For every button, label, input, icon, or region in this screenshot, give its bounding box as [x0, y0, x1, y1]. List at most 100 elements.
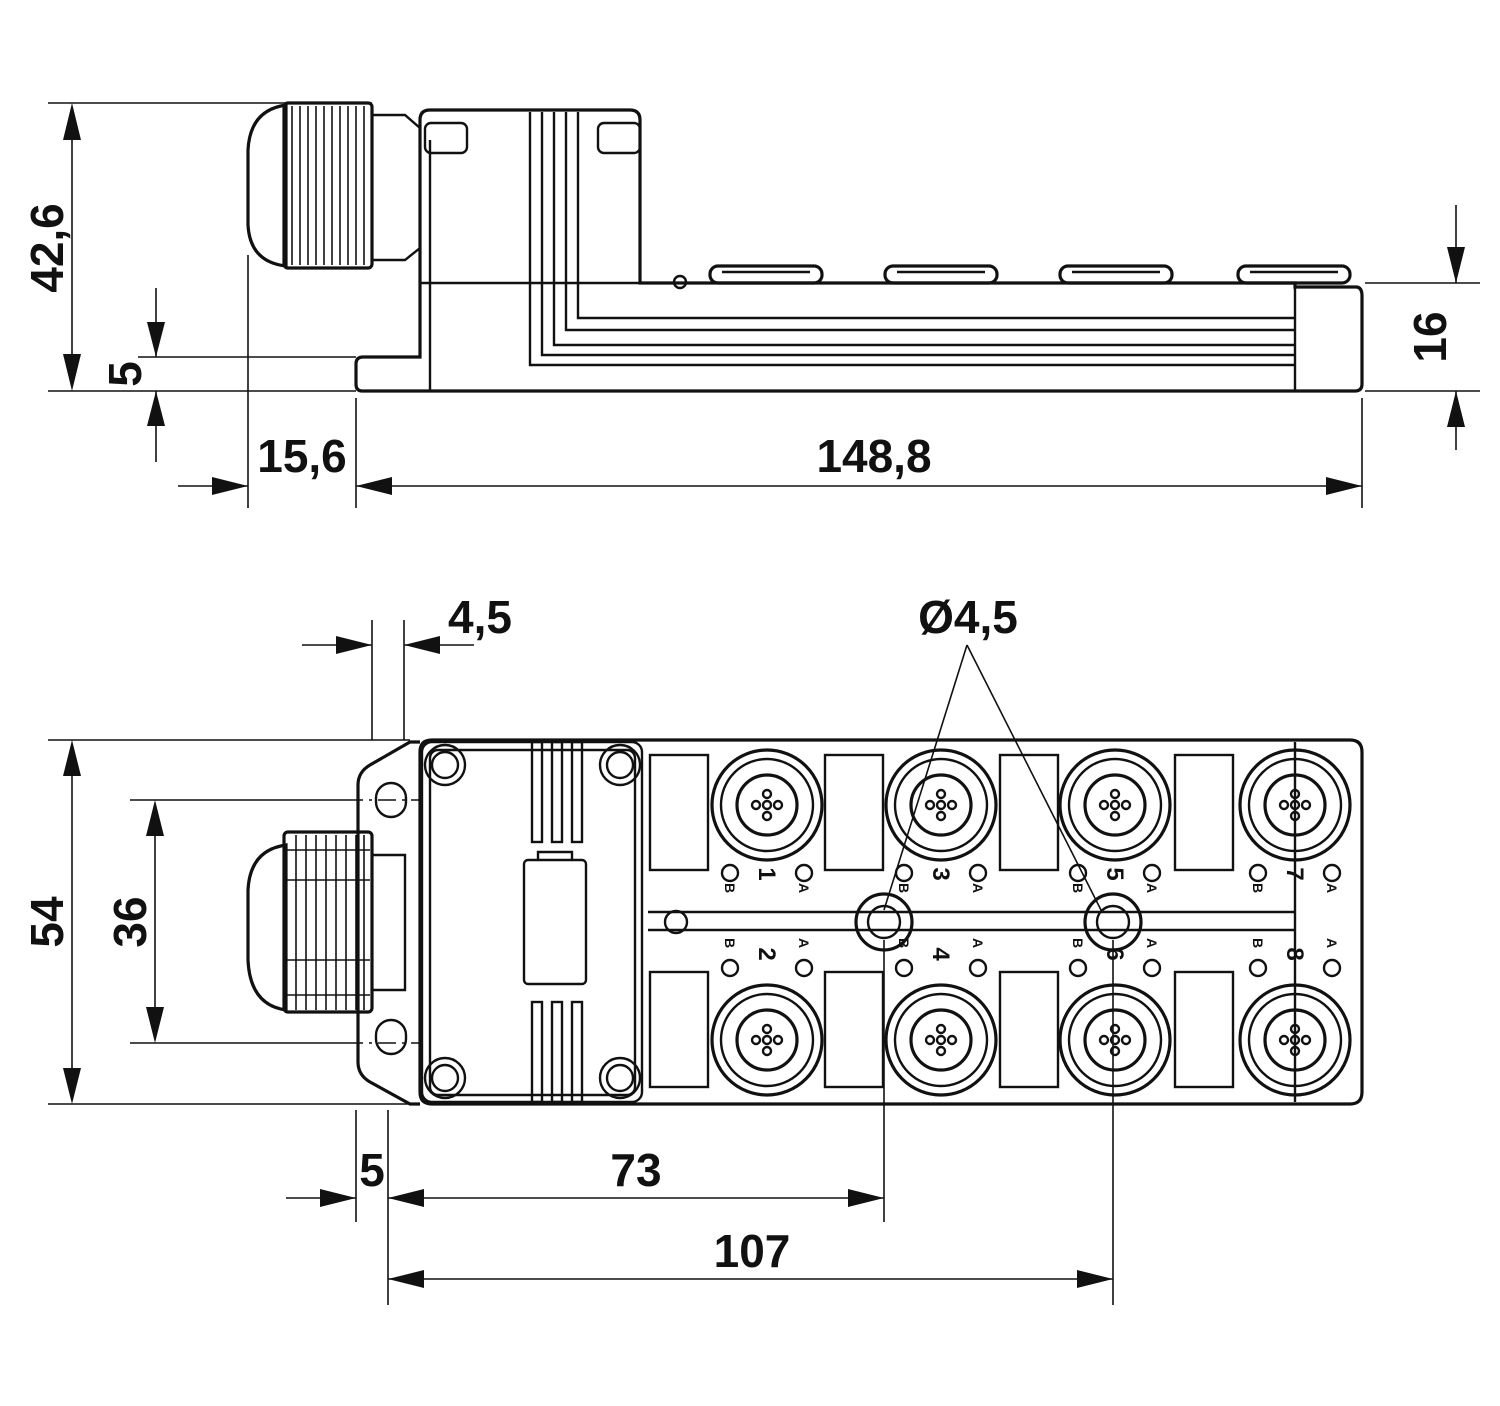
- led-a-indicator: [968, 863, 988, 883]
- side-cable-gland: [246, 101, 422, 270]
- led-b-label: B: [722, 883, 738, 893]
- port-pin: [1289, 810, 1301, 822]
- port-socket: [735, 1008, 799, 1072]
- port-pin: [761, 799, 773, 811]
- led-b-label: B: [1070, 883, 1086, 893]
- dim-base-flange: 5: [99, 361, 151, 387]
- led-a-label: A: [796, 938, 812, 948]
- led-b-label: B: [1250, 938, 1266, 948]
- port-ring: [719, 757, 815, 853]
- port-number-label: 1: [753, 867, 780, 880]
- port-number-label: 5: [1101, 867, 1128, 880]
- led-a-indicator: [794, 958, 814, 978]
- led-a-label: A: [1144, 938, 1160, 948]
- dim-edge-offset: 5: [359, 1144, 385, 1196]
- led-a-label: A: [1324, 883, 1340, 893]
- port-pin: [761, 1045, 773, 1057]
- port-number-label: 8: [1281, 947, 1308, 960]
- port-pin: [761, 810, 773, 822]
- port-socket: [1263, 1008, 1327, 1072]
- led-b-label: B: [896, 938, 912, 948]
- port-pin: [935, 810, 947, 822]
- side-view: 42,6 5 15,6 148,8 16: [21, 101, 1480, 508]
- led-a-indicator: [1322, 958, 1342, 978]
- port-pin: [1289, 1045, 1301, 1057]
- led-a-label: A: [1324, 938, 1340, 948]
- led-a-indicator: [968, 958, 988, 978]
- port-pin: [1278, 799, 1290, 811]
- port-number-label: 6: [1101, 947, 1128, 960]
- side-port-2: [883, 264, 999, 285]
- port-pin: [1300, 1034, 1312, 1046]
- port-pin: [1109, 1034, 1121, 1046]
- led-b-indicator: [894, 958, 914, 978]
- port-pin: [1289, 799, 1301, 811]
- led-a-label: A: [796, 883, 812, 893]
- port-pin: [761, 1023, 773, 1035]
- port-pin: [1278, 1034, 1290, 1046]
- led-a-indicator: [1142, 958, 1162, 978]
- dim-width: 54: [21, 896, 73, 948]
- port-ring: [1247, 992, 1343, 1088]
- port-pin: [1098, 799, 1110, 811]
- port-outer-ring: [884, 748, 998, 862]
- port-pin: [1109, 788, 1121, 800]
- dim-hole-spacing: 36: [104, 896, 156, 947]
- port-pin: [935, 1023, 947, 1035]
- port-socket: [735, 773, 799, 837]
- top-view: 54 36 4,5 Ø4,5 5 73 107: [21, 591, 1364, 1305]
- port-pin: [772, 1034, 784, 1046]
- port-outer-ring: [1238, 983, 1352, 1097]
- led-a-indicator: [1142, 863, 1162, 883]
- led-b-indicator: [1068, 863, 1088, 883]
- led-a-indicator: [1322, 863, 1342, 883]
- port-pin: [935, 799, 947, 811]
- port-outer-ring: [710, 748, 824, 862]
- port-ring: [1247, 757, 1343, 853]
- dim-hole-diameter: Ø4,5: [918, 591, 1018, 643]
- port-pin: [946, 1034, 958, 1046]
- dim-body-length: 148,8: [816, 430, 931, 482]
- port-pin: [1109, 799, 1121, 811]
- port-pin: [924, 799, 936, 811]
- port-socket: [909, 773, 973, 837]
- port-socket: [1263, 773, 1327, 837]
- port-5: 5B A: [1058, 748, 1172, 893]
- port-pin: [935, 788, 947, 800]
- port-pin: [1289, 1034, 1301, 1046]
- port-pin: [1120, 799, 1132, 811]
- port-number-label: 3: [927, 867, 954, 880]
- port-ring: [719, 992, 815, 1088]
- port-number-label: 7: [1281, 867, 1308, 880]
- dim-hole2-distance: 107: [714, 1225, 791, 1277]
- port-pin: [1289, 1023, 1301, 1035]
- port-8: 8 B A: [1238, 938, 1352, 1097]
- led-a-label: A: [1144, 883, 1160, 893]
- port-pin: [750, 799, 762, 811]
- port-pin: [750, 1034, 762, 1046]
- dim-hole1-distance: 73: [610, 1144, 661, 1196]
- port-pin: [761, 788, 773, 800]
- led-b-indicator: [720, 863, 740, 883]
- side-port-1: [708, 264, 824, 285]
- led-b-indicator: [1248, 863, 1268, 883]
- led-b-label: B: [896, 883, 912, 893]
- port-pin: [761, 1034, 773, 1046]
- port-pin: [1109, 810, 1121, 822]
- port-socket: [909, 1008, 973, 1072]
- port-ring: [1067, 757, 1163, 853]
- port-number-label: 2: [753, 947, 780, 960]
- port-socket: [1083, 773, 1147, 837]
- port-pin: [1109, 1045, 1121, 1057]
- port-pin: [935, 1045, 947, 1057]
- port-outer-ring: [884, 983, 998, 1097]
- led-b-indicator: [720, 958, 740, 978]
- side-housing: [354, 108, 1364, 393]
- led-a-label: A: [970, 883, 986, 893]
- port-ring: [893, 757, 989, 853]
